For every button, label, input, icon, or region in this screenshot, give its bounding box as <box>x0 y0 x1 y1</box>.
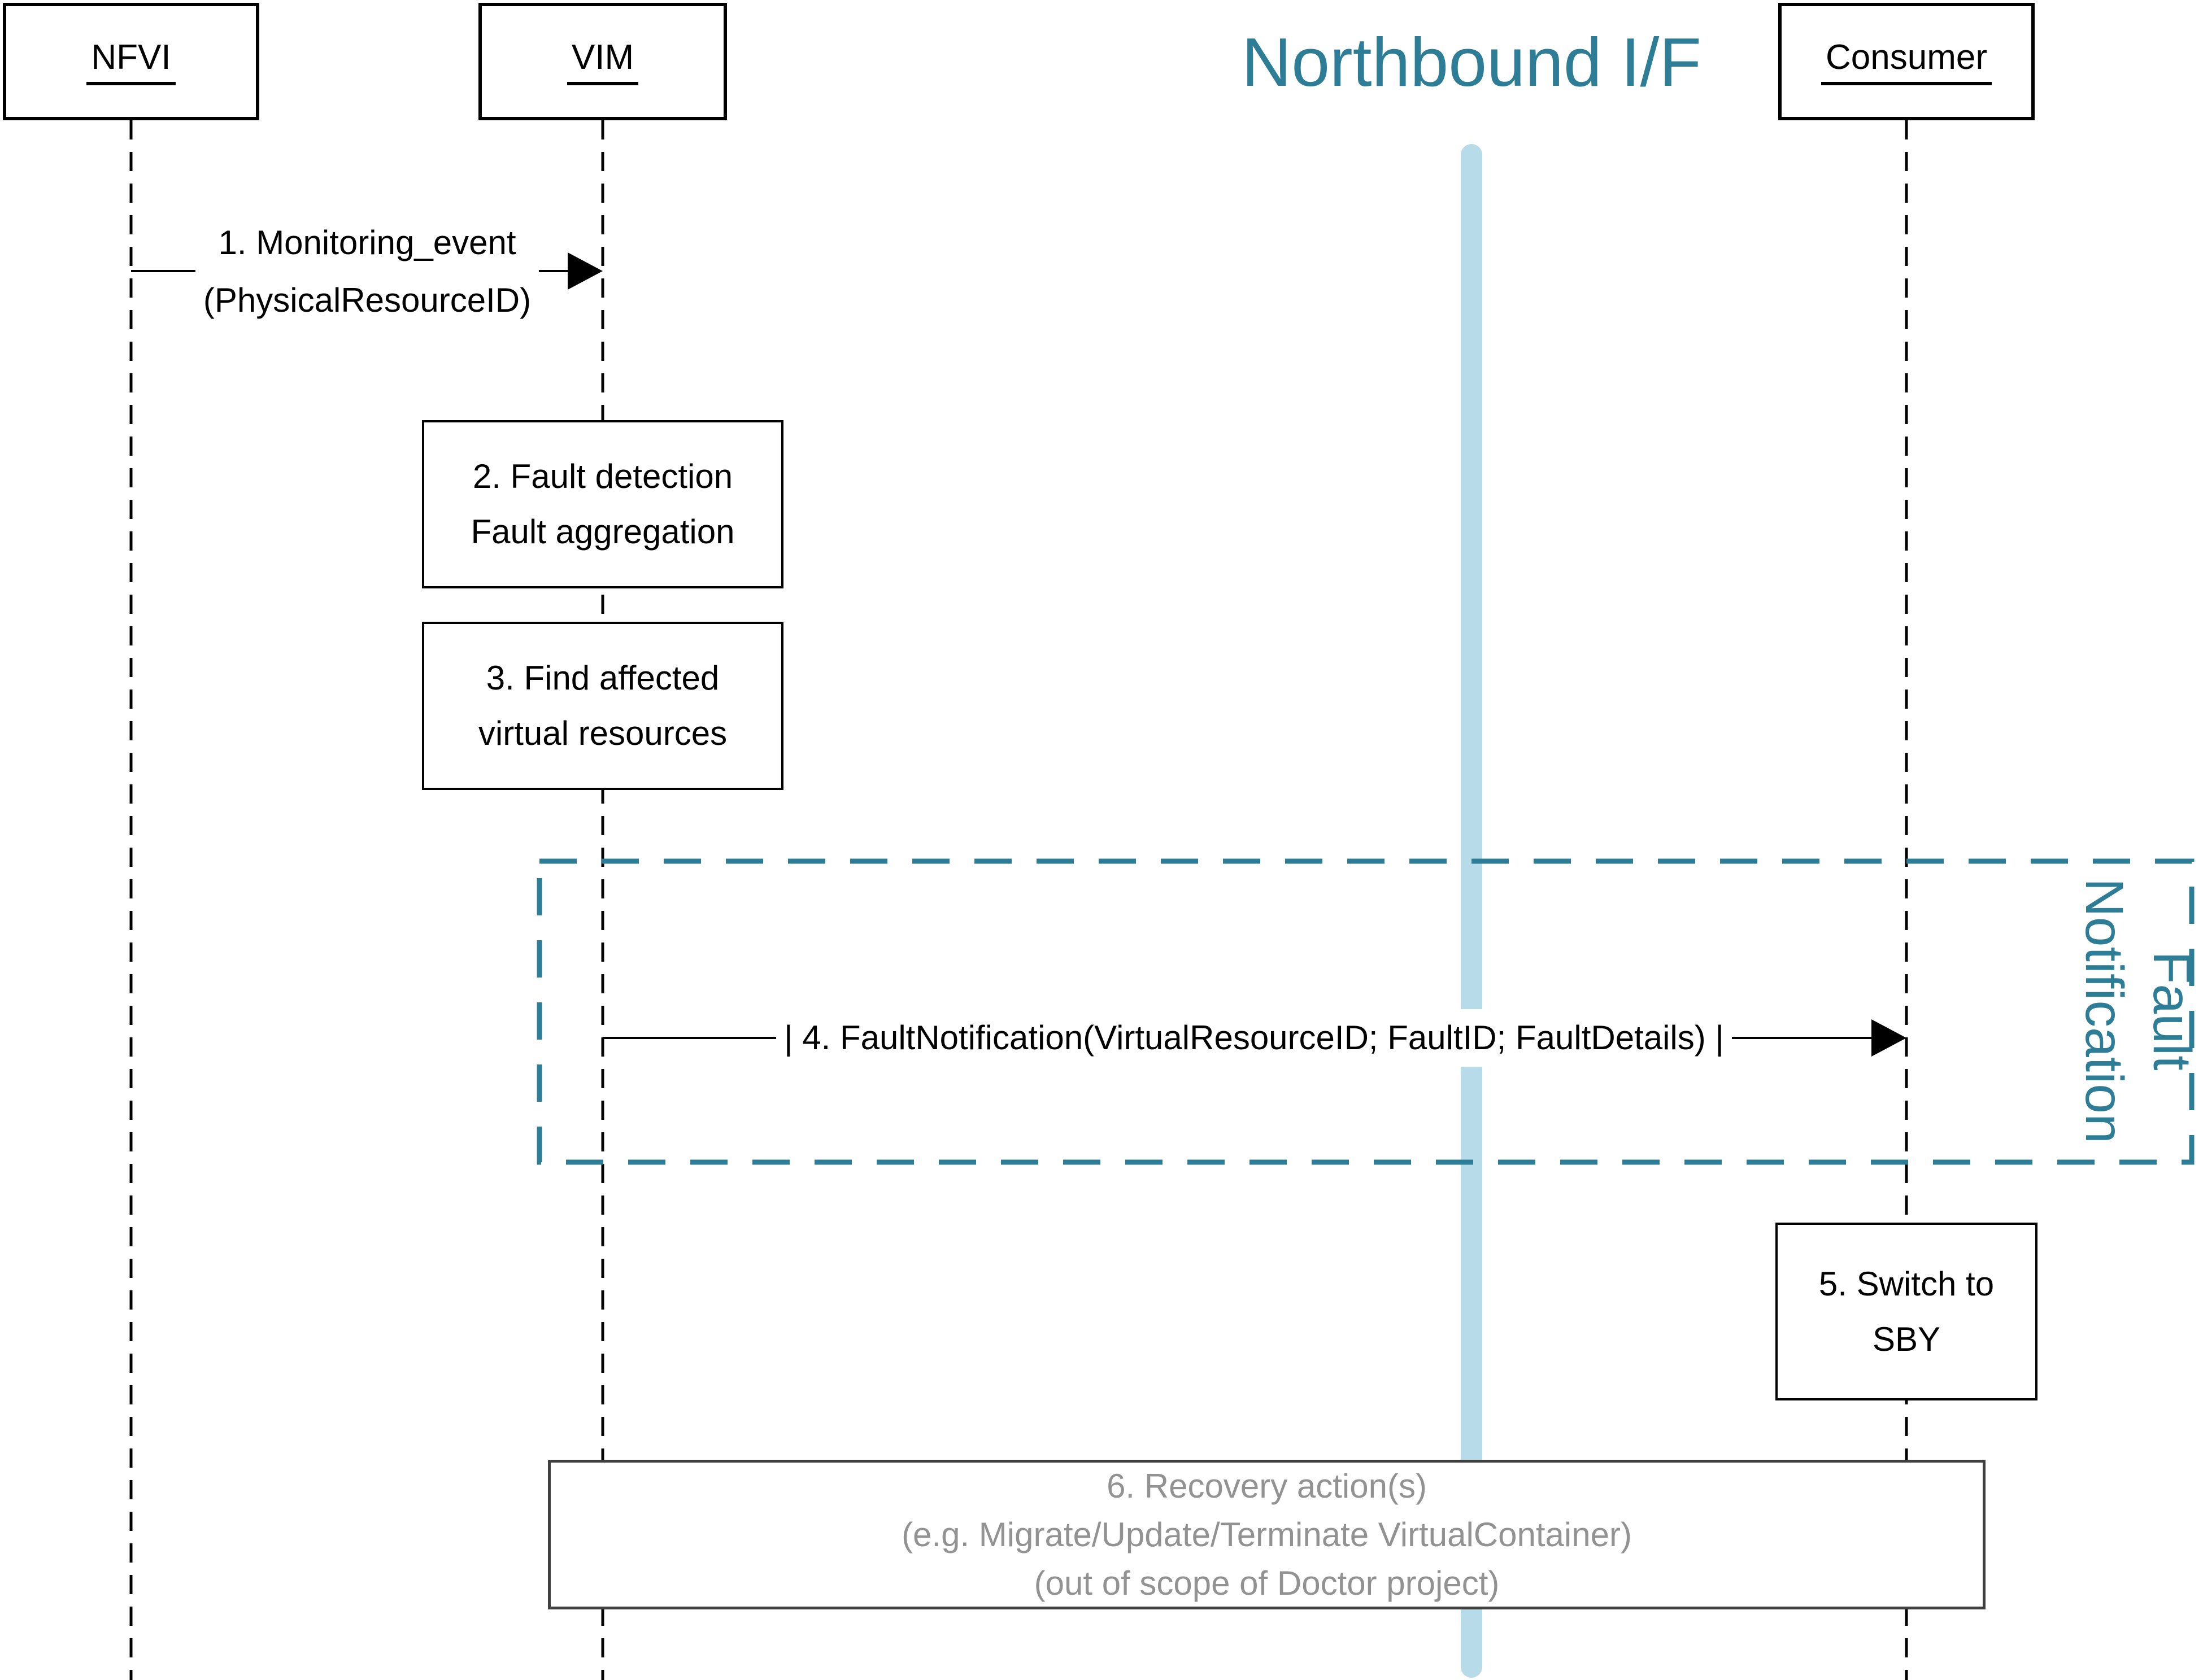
fault-notification-frame-label: Fault Notification <box>2070 836 2203 1186</box>
step-box-find-affected-resources: 3. Find affected virtual resources <box>422 622 783 790</box>
frame-label-line1: Fault <box>2142 951 2202 1071</box>
northbound-interface-title: Northbound I/F <box>1242 24 1701 101</box>
step3-line1: 3. Find affected <box>486 659 720 697</box>
step2-line1: 2. Fault detection <box>472 457 733 495</box>
message-1-label-line1: 1. Monitoring_event <box>218 224 516 261</box>
step5-line2: SBY <box>1872 1320 1941 1358</box>
actor-box-nfvi: NFVI <box>3 3 259 120</box>
actor-label-vim: VIM <box>567 38 639 85</box>
step6-line3: (out of scope of Doctor project) <box>1034 1564 1500 1602</box>
step6-line2: (e.g. Migrate/Update/Terminate VirtualCo… <box>902 1515 1632 1554</box>
actor-box-vim: VIM <box>478 3 727 120</box>
message-1-arrowhead-icon <box>568 252 603 290</box>
fault-notification-frame <box>537 858 2195 1165</box>
message-4-arrowhead-icon <box>1871 1019 1906 1057</box>
message-1-label-line2: (PhysicalResourceID) <box>203 281 532 319</box>
message-4-label: | 4. FaultNotification(VirtualResourceID… <box>776 1009 1732 1067</box>
frame-label-line2: Notification <box>2074 878 2134 1144</box>
step-box-switch-to-sby: 5. Switch to SBY <box>1775 1223 2037 1400</box>
step3-line2: virtual resources <box>478 714 728 752</box>
message-1-label: 1. Monitoring_event (PhysicalResourceID) <box>195 214 539 329</box>
actor-label-nfvi: NFVI <box>86 38 176 85</box>
actor-box-consumer: Consumer <box>1778 3 2035 120</box>
step5-line1: 5. Switch to <box>1818 1264 1995 1303</box>
step-box-recovery-action: 6. Recovery action(s) (e.g. Migrate/Upda… <box>548 1460 1986 1609</box>
step-box-fault-detection: 2. Fault detection Fault aggregation <box>422 420 783 588</box>
step2-line2: Fault aggregation <box>471 513 735 551</box>
step6-line1: 6. Recovery action(s) <box>1107 1467 1427 1505</box>
actor-label-consumer: Consumer <box>1821 38 1992 85</box>
